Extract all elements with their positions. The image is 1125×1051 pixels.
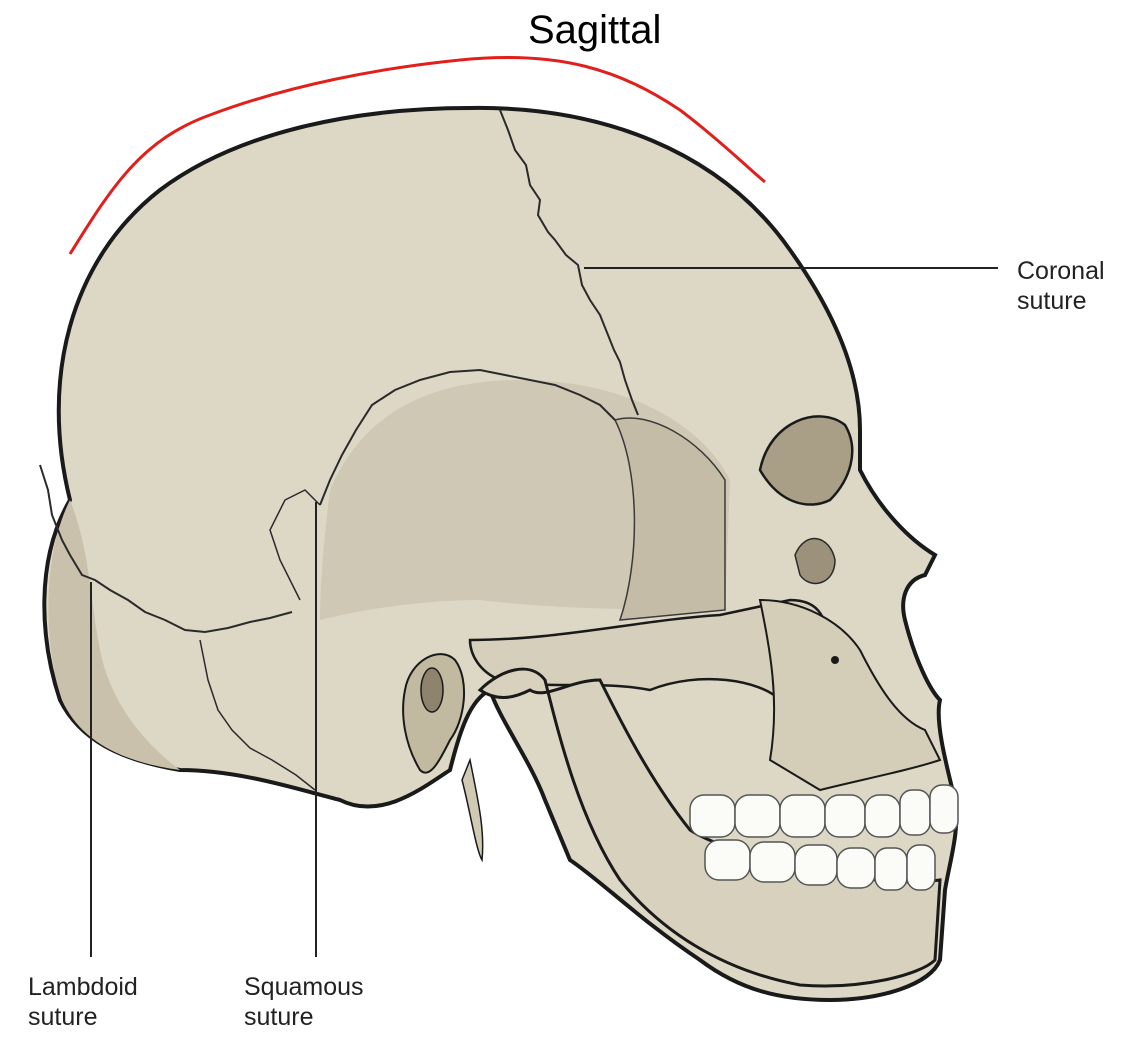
ear-canal: [421, 668, 443, 712]
squamous-label-line1: Squamous: [244, 972, 364, 1002]
orbit-inner: [795, 539, 835, 584]
coronal-label-line2: suture: [1017, 286, 1105, 316]
coronal-suture-label: Coronal suture: [1017, 256, 1105, 316]
lambdoid-label-line1: Lambdoid: [28, 972, 138, 1002]
coronal-label-line1: Coronal: [1017, 256, 1105, 286]
lambdoid-label-line2: suture: [28, 1002, 138, 1032]
infraorbital-foramen: [831, 656, 839, 664]
lambdoid-suture-label: Lambdoid suture: [28, 972, 138, 1032]
styloid-process: [462, 760, 483, 860]
sagittal-label: Sagittal: [528, 6, 661, 54]
squamous-label-line2: suture: [244, 1002, 364, 1032]
squamous-suture-label: Squamous suture: [244, 972, 364, 1032]
